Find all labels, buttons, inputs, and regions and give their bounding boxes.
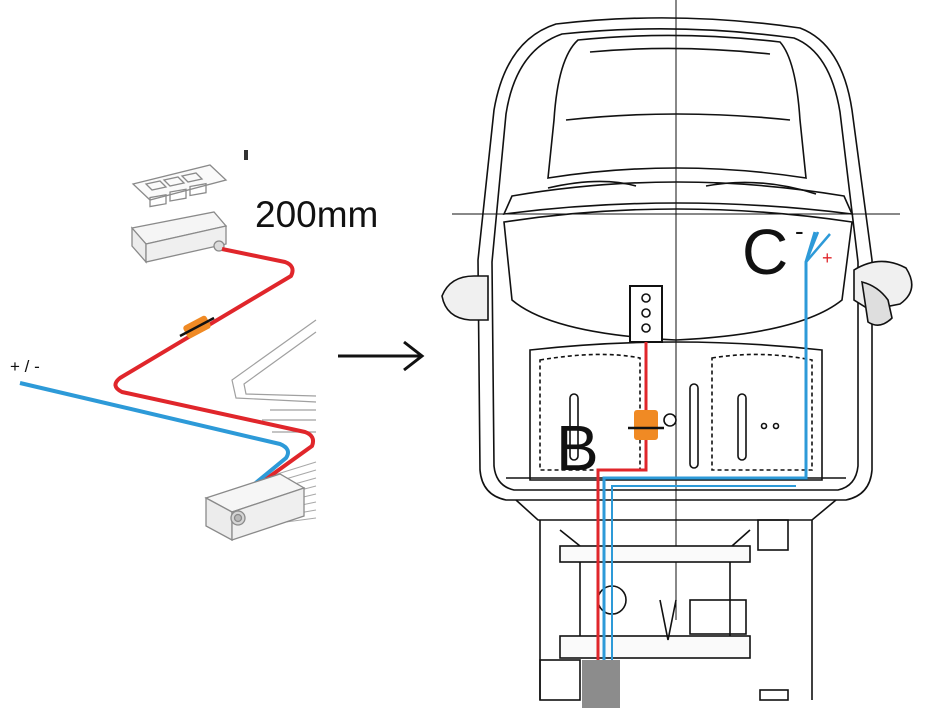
polarity-label: + / - — [10, 357, 40, 376]
right-arrow-icon — [338, 340, 425, 372]
positive-wire-left — [113, 247, 316, 484]
suspension-base — [539, 519, 813, 701]
positive-wire-seat — [596, 342, 648, 660]
wire-tail-plus — [805, 233, 831, 263]
point-c-plus-label: + — [822, 248, 833, 268]
control-module — [204, 473, 306, 542]
armrests — [441, 260, 913, 326]
switch-panel — [130, 182, 228, 264]
mounting-tray — [231, 319, 317, 433]
inline-fuse-holder — [179, 315, 215, 339]
screw-icon — [244, 150, 248, 160]
seat-rear-view: 200mm B C - + — [255, 0, 913, 708]
backrest — [477, 17, 873, 521]
point-b-label: B — [556, 412, 599, 484]
point-c-minus-label: - — [795, 216, 804, 246]
switch-cover-plate — [131, 164, 228, 201]
ground-wire-seat-inner — [611, 485, 796, 660]
component-view: + / - — [10, 150, 317, 542]
ground-block — [582, 660, 620, 708]
dimension-label: 200mm — [255, 194, 378, 235]
seat-fuse-holder — [628, 410, 664, 440]
ground-wire-left — [19, 381, 290, 488]
seat-switch-panel — [629, 285, 663, 343]
point-c-label: C — [742, 216, 788, 288]
wire-tail-minus — [804, 231, 820, 263]
